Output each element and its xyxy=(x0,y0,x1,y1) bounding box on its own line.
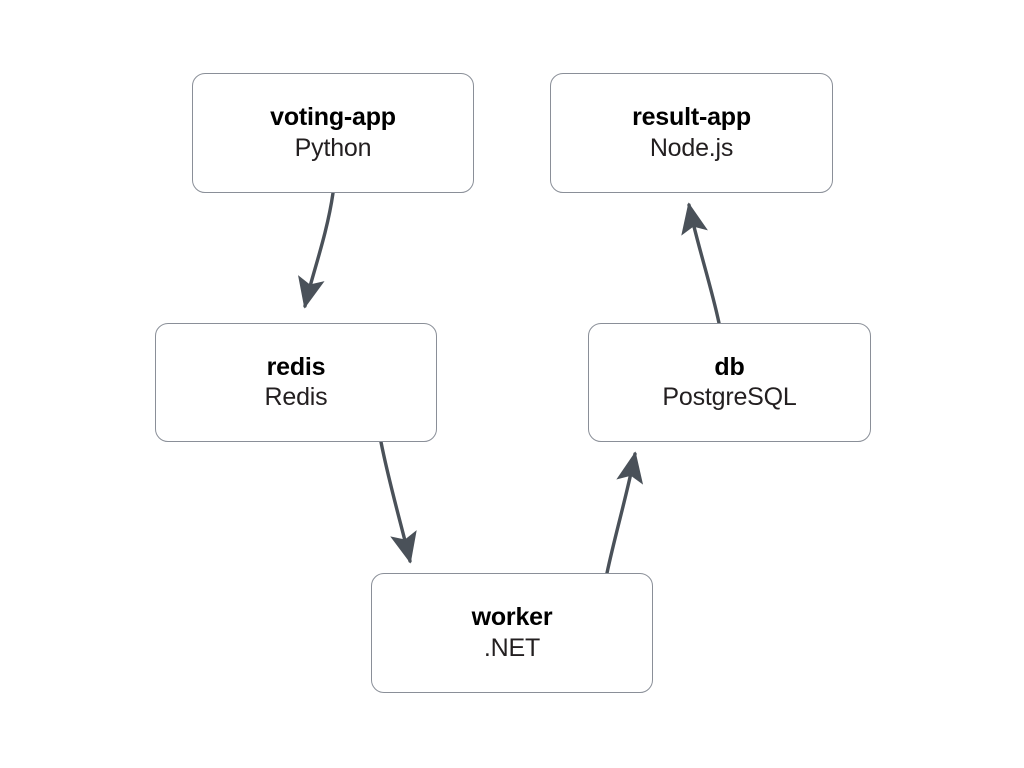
node-worker[interactable]: worker .NET xyxy=(371,573,653,693)
edge-db-to-result-app xyxy=(681,202,721,325)
node-redis-title: redis xyxy=(266,352,326,381)
node-result-app[interactable]: result-app Node.js xyxy=(550,73,833,193)
node-db-title: db xyxy=(714,352,745,381)
node-worker-title: worker xyxy=(471,603,553,631)
edge-redis-to-worker xyxy=(379,440,417,564)
edge-voting-app-to-redis xyxy=(298,191,335,309)
node-voting-app-subtitle: Python xyxy=(294,133,372,162)
node-db-subtitle: PostgreSQL xyxy=(662,383,797,411)
node-redis[interactable]: redis Redis xyxy=(155,323,437,442)
node-voting-app[interactable]: voting-app Python xyxy=(192,73,474,193)
node-db[interactable]: db PostgreSQL xyxy=(588,323,871,442)
node-redis-subtitle: Redis xyxy=(264,383,328,411)
node-worker-subtitle: .NET xyxy=(483,633,541,662)
edge-worker-to-db xyxy=(605,451,644,575)
node-result-app-title: result-app xyxy=(632,103,751,131)
node-result-app-subtitle: Node.js xyxy=(649,133,734,162)
node-voting-app-title: voting-app xyxy=(270,103,396,131)
